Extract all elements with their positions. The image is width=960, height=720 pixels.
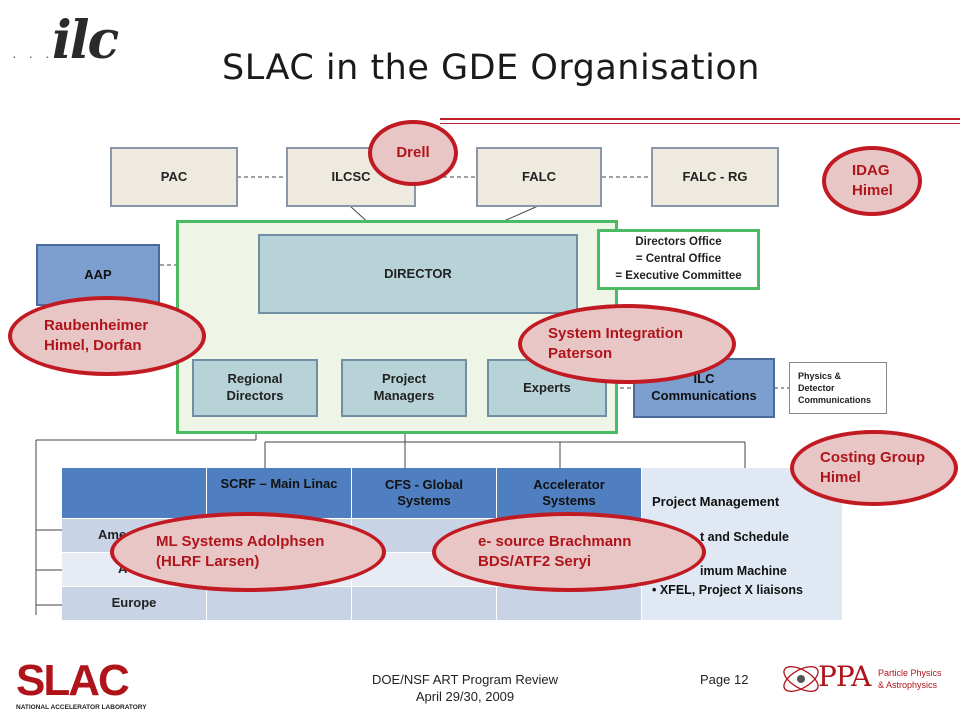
regional-directors-line2: Directors [226,388,284,403]
oval-raubenheimer-line2: Himel, Dorfan [44,337,142,354]
oval-ml-systems-line2: (HLRF Larsen) [156,553,260,570]
oval-raubenheimer-line1: Raubenheimer [44,316,149,334]
ppa-orbit-icon [783,666,819,692]
page-number: Page 12 [700,672,749,687]
oval-system-integration-line1: System Integration [548,324,684,342]
slac-logo-text: SLAC [16,656,130,705]
oval-ml-systems: ML Systems Adolphsen (HLRF Larsen) [110,512,386,592]
oval-idag: IDAG Himel [822,146,922,216]
oval-system-integration-line2: Paterson [548,345,613,362]
table-header-accel: Accelerator Systems [497,468,641,518]
ppa-logo-text: PPA [818,660,871,693]
project-managers-box: Project Managers [341,359,467,417]
oval-idag-line1: IDAG [852,161,890,179]
oval-ml-systems-line1: ML Systems Adolphsen [156,532,325,550]
ilc-communications-line1: ILC [693,371,715,387]
oval-e-source-line2: BDS/ATF2 Seryi [478,553,592,570]
ilc-logo-text: ilc [52,10,119,71]
oval-costing-group-line2: Himel [820,469,861,486]
table-header-accel-line1: Accelerator [533,476,605,492]
title-rule-thin [440,123,960,124]
physics-detector-line2: Detector [798,382,835,393]
table-header-cfs: CFS - Global Systems [352,468,496,518]
project-management-line2: imum Machine [700,564,787,578]
table-header-accel-line2: Systems [542,493,596,508]
table-cell [352,587,496,620]
project-management-title: Project Management [652,494,780,509]
project-management-line3: • XFEL, Project X liaisons [652,583,803,597]
slac-logo-subtitle: NATIONAL ACCELERATOR LABORATORY [16,704,147,711]
directors-office-line3: = Executive Committee [615,269,742,282]
physics-detector-line3: Communications [798,395,872,406]
pac-box: PAC [110,147,238,207]
oval-raubenheimer: Raubenheimer Himel, Dorfan [8,296,206,376]
director-label: DIRECTOR [384,266,452,281]
falc-box: FALC [476,147,602,207]
physics-detector-box: Physics & Detector Communications [789,362,887,414]
oval-costing-group: Costing Group Himel [790,430,958,506]
ilc-communications-line2: Communications [651,388,757,403]
ppa-logo: PPA Particle Physics & Astrophysics [778,652,942,712]
table-header-blank [62,468,206,518]
title-rule [440,118,960,120]
table-header-cfs-line1: CFS - Global [385,476,463,492]
ppa-logo-sub2: & Astrophysics [878,680,938,690]
directors-office-line1: Directors Office [635,236,722,249]
oval-e-source-line1: e- source Brachmann [478,532,632,550]
table-row-label: Europe [62,587,206,620]
oval-costing-group-line1: Costing Group [820,448,925,466]
table-cell [207,587,351,620]
ilc-logo-dots: · · · · · [12,48,87,64]
regional-directors-line1: Regional [227,371,283,387]
footer-review-title: DOE/NSF ART Program Review [372,672,558,687]
physics-detector-line1: Physics & [798,370,842,381]
table-header-cfs-line2: Systems [397,493,451,508]
project-management-line1: t and Schedule [700,530,789,544]
ilc-logo: · · · · · ilc [8,10,119,85]
oval-e-source: e- source Brachmann BDS/ATF2 Seryi [432,512,706,592]
ppa-logo-sub1: Particle Physics [878,668,942,678]
oval-drell: Drell [368,120,458,186]
oval-idag-line2: Himel [852,182,893,199]
directors-office-box: Directors Office = Central Office = Exec… [597,229,760,290]
footer-date: April 29/30, 2009 [415,689,515,704]
page-title: SLAC in the GDE Organisation [222,48,760,88]
project-managers-line2: Managers [373,388,435,403]
directors-office-line2: = Central Office [635,253,722,266]
regional-directors-box: Regional Directors [192,359,318,417]
oval-system-integration: System Integration Paterson [518,304,736,384]
project-managers-line1: Project [381,371,427,387]
table-cell [497,587,641,620]
slac-logo: SLAC NATIONAL ACCELERATOR LABORATORY [16,656,156,716]
oval-drell-text: Drell [396,143,430,161]
director-box: DIRECTOR [258,234,578,314]
table-header-scrf: SCRF – Main Linac [207,468,351,518]
falc-rg-box: FALC - RG [651,147,779,207]
